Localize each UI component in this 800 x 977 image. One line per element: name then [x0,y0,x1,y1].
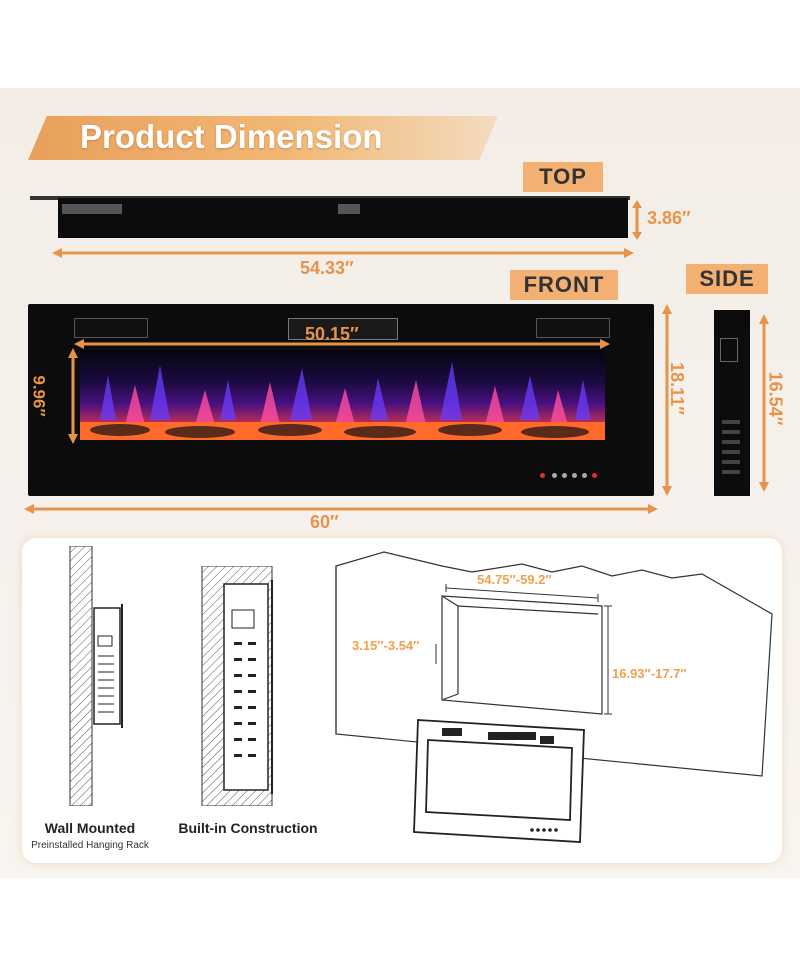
front-view-label: FRONT [510,270,618,300]
side-view-panel [720,338,738,362]
top-depth-value: 3.86″ [647,208,691,228]
wall-mounted-subcaption: Preinstalled Hanging Rack [31,840,149,851]
front-width-value: 60″ [310,512,339,532]
top-view-sticker [62,204,122,214]
control-button [552,473,557,478]
top-view-label: TOP [523,162,603,192]
front-height-arrow [662,304,672,496]
front-vent-center [288,318,398,340]
control-button [592,473,597,478]
wall-mounted-illustration [69,546,123,806]
flame-display [80,350,605,440]
side-height-arrow [759,314,769,492]
installation-panel: Wall Mounted Preinstalled Hanging Rack [22,538,782,863]
product-dimension-figure: Product Dimension TOP 3.86″ 54.33″ FRONT… [0,88,800,878]
opening-width-value: 54.75″-59.2″ [477,572,552,587]
opening-depth-value: 3.15″-3.54″ [352,638,420,653]
side-view-vents [722,420,740,480]
front-inner-width-value: 50.15″ [305,324,359,344]
built-in-illustration [201,566,273,806]
top-width-value: 54.33″ [300,258,354,278]
front-width-arrow [24,504,658,514]
built-in-caption: Built-in Construction [178,820,318,836]
top-view-sticker [338,204,360,214]
page-title: Product Dimension [80,118,383,155]
side-height-value: 16.54″ [765,371,786,426]
front-vent-right [536,318,610,338]
built-in-cavity-diagram [335,551,773,843]
top-depth-arrow [632,200,642,240]
front-inner-height-arrow [68,348,78,444]
wall-mounted-caption: Wall Mounted [44,820,136,836]
control-button [582,473,587,478]
power-indicator [540,473,545,478]
top-width-arrow [52,248,634,258]
title-banner [28,116,498,160]
front-height-value: 18.11″ [666,362,687,415]
opening-height-value: 16.93″-17.7″ [612,666,687,681]
flame-illustration [80,362,605,440]
front-vent-left [74,318,148,338]
control-button [562,473,567,478]
top-view-unit [58,198,628,238]
control-button [572,473,577,478]
side-view-label: SIDE [686,264,768,294]
side-view-unit [714,310,750,496]
front-inner-height-value: 9.96″ [29,375,49,417]
front-inner-width-arrow [74,339,610,349]
control-panel [540,472,602,480]
